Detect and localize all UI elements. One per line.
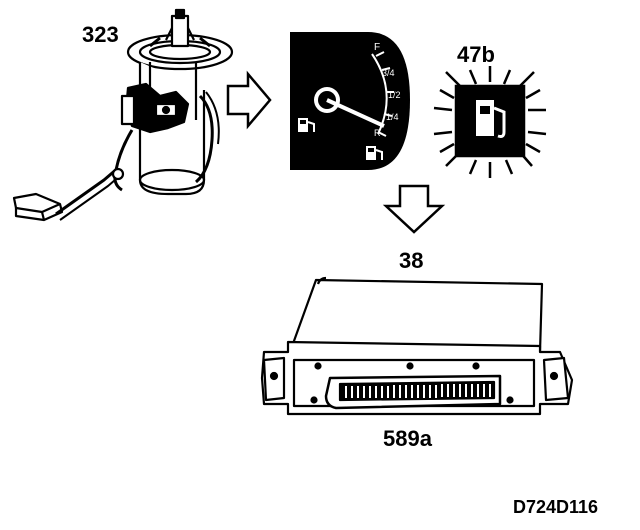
fuel-pump-module-label: 323 — [82, 22, 119, 47]
gauge-mark-three-quarter: 3/4 — [382, 68, 395, 78]
gauge-mark-reserve: R — [374, 128, 381, 138]
gauge-mark-half: 1/2 — [388, 90, 401, 100]
fuel-gauge-icon: F 3/4 1/2 1/4 R — [290, 32, 410, 170]
ecu-icon — [260, 276, 574, 416]
control-unit-label: 589a — [383, 426, 433, 451]
hollow-arrow-right-icon — [226, 70, 272, 130]
signal-label: 38 — [399, 248, 423, 273]
gauge-mark-quarter: 1/4 — [386, 112, 399, 122]
warning-lamp-label: 47b — [457, 42, 495, 67]
fuel-pump-module-icon — [12, 8, 234, 222]
fuel-pump-symbol — [476, 100, 506, 138]
drawing-code: D724D116 — [513, 497, 598, 517]
gauge-mark-full: F — [374, 42, 380, 53]
hollow-arrow-down-icon — [382, 184, 446, 234]
